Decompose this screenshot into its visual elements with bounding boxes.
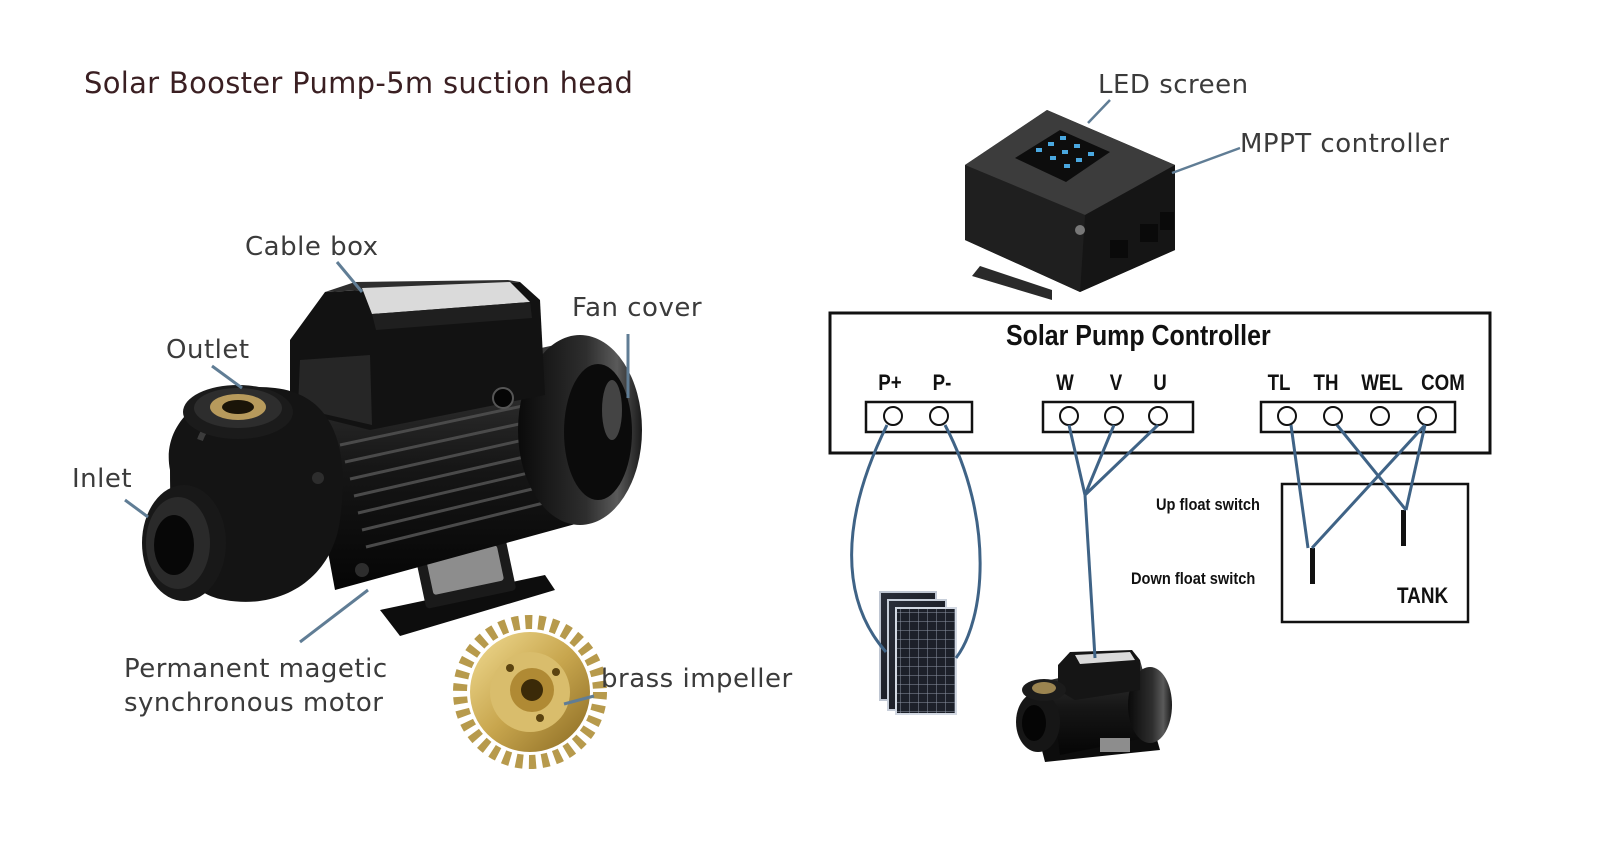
controller-title: Solar Pump Controller [1006, 320, 1271, 352]
terminal-label-th: TH [1313, 370, 1339, 395]
terminal-label-com: COM [1421, 370, 1465, 395]
label-fan-cover: Fan cover [572, 293, 703, 323]
tank-box [1280, 482, 1470, 624]
label-tank: TANK [1397, 583, 1449, 608]
label-up-float-switch: Up float switch [1156, 495, 1260, 514]
label-inlet: Inlet [72, 464, 133, 494]
terminal-label-w: W [1056, 370, 1074, 395]
left-leader-lines [124, 261, 630, 706]
label-motor-line1: Permanent magetic [124, 654, 388, 684]
right-leader-lines [1087, 99, 1241, 175]
label-motor: Permanent magetic synchronous motor [124, 652, 388, 720]
terminal-label-tl: TL [1267, 370, 1291, 395]
label-mppt-controller: MPPT controller [1240, 129, 1450, 159]
terminal-screws [883, 406, 1437, 426]
terminal-label-u: U [1153, 370, 1167, 395]
wiring [850, 423, 1427, 659]
label-led-screen: LED screen [1098, 70, 1249, 100]
label-outlet: Outlet [166, 335, 250, 365]
brass-impeller-photo [453, 615, 607, 769]
label-cable-box: Cable box [245, 232, 379, 262]
terminal-label-p-minus: P- [932, 370, 952, 395]
terminal-label-wel: WEL [1361, 370, 1403, 395]
terminal-label-v: V [1109, 370, 1123, 395]
small-pump-photo [1016, 650, 1172, 762]
booster-pump-photo [142, 280, 642, 636]
solar-panels [879, 591, 957, 715]
diagram-title: Solar Booster Pump-5m suction head [84, 66, 634, 100]
label-brass-impeller: brass impeller [601, 664, 793, 694]
label-motor-line2: synchronous motor [124, 688, 384, 718]
mppt-controller-photo [965, 110, 1175, 300]
label-down-float-switch: Down float switch [1131, 569, 1256, 588]
terminal-label-p-plus: P+ [878, 370, 902, 395]
